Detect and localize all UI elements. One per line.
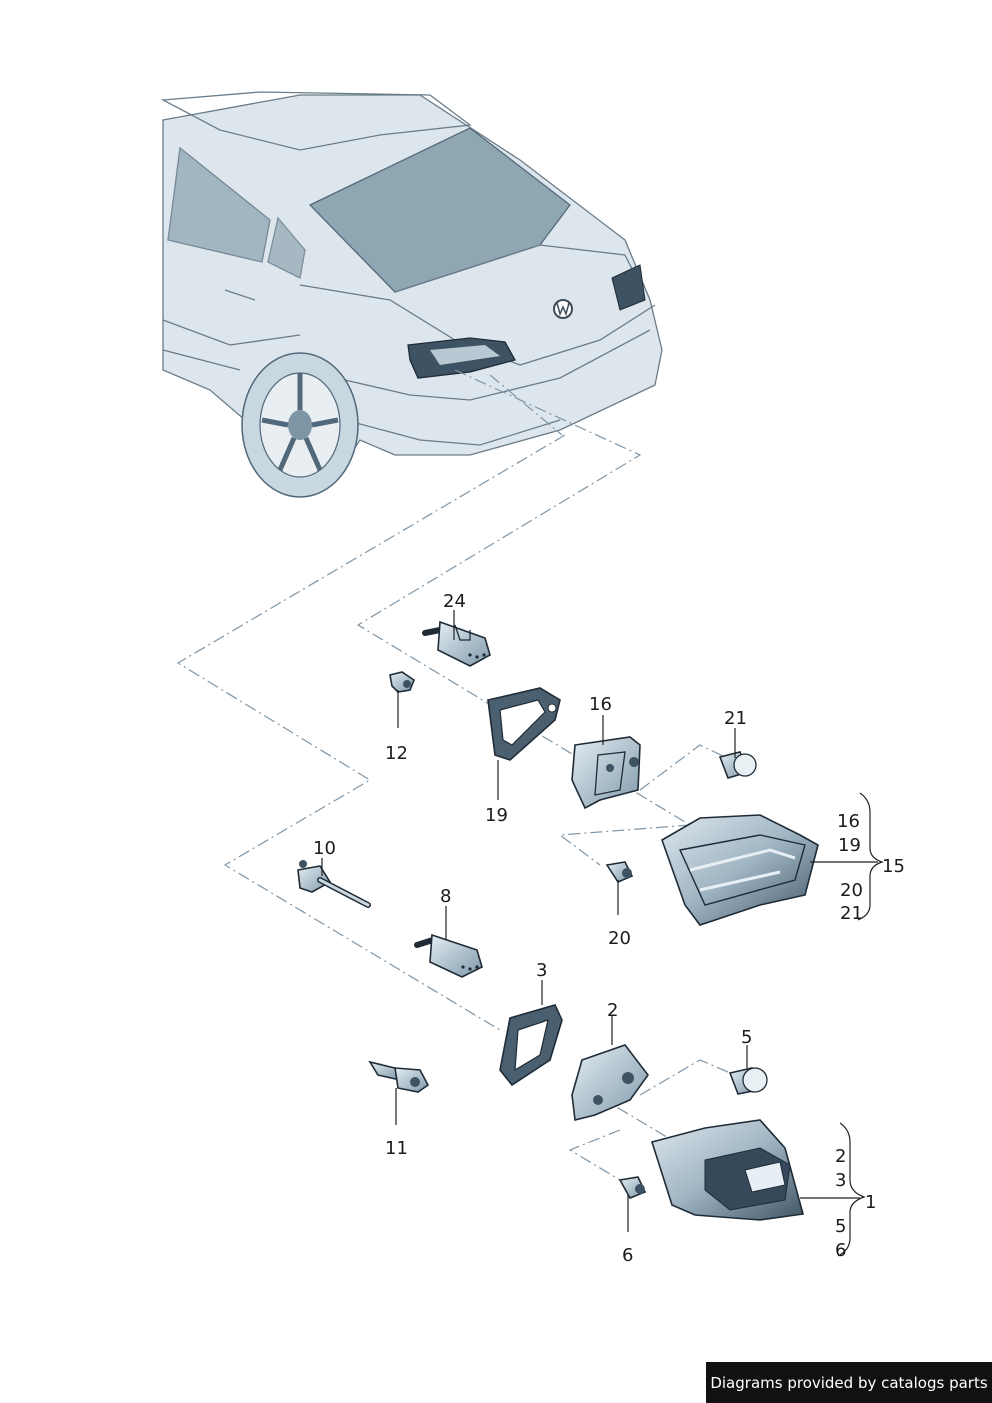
callout-2: 2 [607,1000,618,1021]
rear-wheel [241,352,359,498]
leader-lines [321,610,884,1257]
part-inner-tail-lamp-15 [661,814,819,926]
part-gasket-3 [499,1004,563,1087]
brace-label-20: 20 [840,880,863,901]
part-connector-24 [422,620,491,667]
part-lamp-holder-2 [571,1044,649,1121]
part-connector-8 [414,933,483,978]
callout-5: 5 [741,1027,752,1048]
part-sensor-11 [368,1060,430,1093]
brace-label-16: 16 [837,811,860,832]
callout-15: 15 [882,856,905,877]
callout-24: 24 [443,591,466,612]
callout-6: 6 [622,1245,633,1266]
callout-20: 20 [608,928,631,949]
callout-10: 10 [313,838,336,859]
credit-text: Diagrams provided by catalogs parts [710,1373,988,1392]
part-gasket-19 [487,687,561,761]
part-screw-6 [618,1176,647,1200]
side-window [167,146,271,263]
callout-21: 21 [724,708,747,729]
brace-label-5: 5 [835,1216,846,1237]
callout-3: 3 [536,960,547,981]
part-bulb-21 [718,751,757,779]
brace-label-6: 6 [835,1240,846,1261]
part-sensor-10 [297,860,371,908]
rear-window [308,127,571,293]
part-nut-12 [389,671,415,693]
car-rear-view [160,91,663,498]
assembly-lines [176,369,736,1181]
brace-label-19: 19 [838,835,861,856]
part-screw-20 [605,861,634,884]
callout-19: 19 [485,805,508,826]
part-outer-tail-lamp-1 [650,1119,805,1221]
part-bulb-5 [728,1067,768,1095]
callout-12: 12 [385,743,408,764]
brace-label-3: 3 [835,1170,846,1191]
callout-11: 11 [385,1138,408,1159]
brace-label-2: 2 [835,1146,846,1167]
callout-1: 1 [865,1192,876,1213]
part-lamp-holder-16 [571,736,641,810]
callout-16: 16 [589,694,612,715]
callout-labels: 24 12 19 16 21 20 10 8 3 2 5 11 6 16 19 … [313,591,905,1266]
credit-banner: Diagrams provided by catalogs parts [706,1362,992,1403]
vw-badge-icon [553,299,573,319]
brace-label-21: 21 [840,903,863,924]
callout-8: 8 [440,886,451,907]
